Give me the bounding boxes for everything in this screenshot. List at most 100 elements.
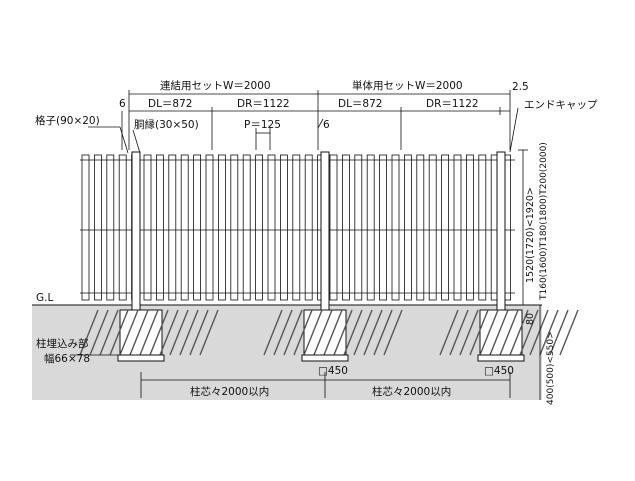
footing-hatch (343, 309, 363, 356)
footing-hatch (499, 309, 519, 356)
footing-hatch (439, 309, 459, 356)
footing-hatch (179, 309, 199, 356)
label-set-connected: 連結用セットW＝2000 (160, 79, 271, 92)
footing-base (477, 354, 525, 362)
footing-hatch (509, 309, 529, 356)
label-end-cap: エンドキャップ (524, 99, 598, 111)
footing-hatch (323, 309, 343, 356)
footings (79, 309, 579, 362)
lattice-slat (391, 154, 400, 301)
footing-hatch (159, 309, 179, 356)
lattice-slat (441, 154, 450, 301)
lattice-slats (81, 154, 512, 301)
footing-hatch (79, 309, 99, 356)
lattice-slat (366, 154, 375, 301)
lattice-slat (267, 154, 276, 301)
footing-hatch (383, 309, 403, 356)
label-set-single: 単体用セットW＝2000 (352, 79, 463, 92)
lattice-slat (94, 154, 102, 301)
lattice-slat (279, 154, 288, 301)
label-height-main: 1520(1720)<1920> (525, 187, 536, 283)
lattice-slat (292, 154, 301, 301)
label-span-1: 柱芯々2000以内 (190, 385, 269, 398)
lattice-slat (465, 154, 474, 301)
lattice-slat (242, 154, 251, 301)
footing-hatch (449, 309, 469, 356)
lattice-slat (217, 154, 226, 301)
footing-hatch (549, 309, 569, 356)
footing-hatch (519, 309, 539, 356)
lattice-slat (428, 154, 437, 301)
rails (80, 159, 515, 294)
footing-hatch (333, 309, 353, 356)
lattice-slat (403, 154, 412, 301)
footing-base (301, 354, 349, 362)
label-offset-left: 6 (119, 98, 126, 110)
label-rail: 胴縁(30×50) (134, 118, 199, 131)
footing-hatch (293, 309, 313, 356)
footing-hatch (559, 309, 579, 356)
label-dr-1: DR＝1122 (237, 98, 290, 110)
footing-hatch (313, 309, 333, 356)
ground-area (32, 305, 542, 400)
lattice-slat (106, 154, 115, 301)
footing-hatch (469, 309, 489, 356)
label-lattice: 格子(90×20) (35, 114, 100, 127)
label-span-2: 柱芯々2000以内 (372, 385, 451, 398)
lattice-slat (81, 154, 90, 301)
lattice-slat (155, 154, 164, 301)
lattice-slat (416, 154, 425, 301)
footing-hatch (139, 309, 159, 356)
footing-hatch (539, 309, 559, 356)
label-offset-mid: 6 (323, 119, 330, 131)
lattice-slat (379, 154, 388, 301)
label-gl: G.L (36, 292, 53, 304)
label-dr-2: DR＝1122 (426, 98, 479, 110)
footing-hatch (459, 309, 479, 356)
footing-hatch (199, 309, 219, 356)
lattice-slat (341, 154, 350, 301)
footing-hatch (263, 309, 283, 356)
footing-hatch (273, 309, 293, 356)
footing-hatch (489, 309, 509, 356)
footing-hatch (129, 309, 149, 356)
lattice-slat (230, 154, 239, 301)
label-embed-title: 柱埋込み部 (36, 337, 89, 350)
footing-hatch (169, 309, 189, 356)
lattice-slat (168, 154, 177, 301)
lattice-slat (143, 154, 152, 301)
footing-hatch (529, 309, 549, 356)
footing-base (117, 354, 165, 362)
lattice-slat (453, 154, 462, 301)
footing-hatch (109, 309, 129, 356)
label-dl-1: DL＝872 (148, 98, 192, 110)
label-footing-1: □450 (318, 365, 348, 377)
lattice-slat (193, 154, 202, 301)
footing-hatch (89, 309, 109, 356)
footing-hatch (149, 309, 169, 356)
footing-hatch (353, 309, 373, 356)
footing-hatch (283, 309, 303, 356)
lattice-slat (478, 154, 487, 301)
footing-hatch (303, 309, 323, 356)
label-embed-width: 幅66×78 (44, 352, 90, 365)
lattice-slat (205, 154, 214, 301)
label-end-gap: 2.5 (512, 81, 529, 93)
dimension-lines (70, 90, 541, 400)
label-pitch: P＝125 (244, 119, 281, 131)
lattice-slat (354, 154, 363, 301)
footing-hatch (363, 309, 383, 356)
lattice-slat (304, 154, 313, 301)
footing-hatch (479, 309, 499, 356)
label-dl-2: DL＝872 (338, 98, 382, 110)
label-foot-depth: 400(500)<550> (546, 331, 556, 405)
footing-hatch (99, 309, 119, 356)
footing-hatch (373, 309, 393, 356)
footing-hatch (189, 309, 209, 356)
footing-hatch (119, 309, 139, 356)
label-footing-2: □450 (484, 365, 514, 377)
lattice-slat (329, 154, 338, 301)
lattice-slat (180, 154, 189, 301)
lattice-slat (118, 154, 127, 301)
